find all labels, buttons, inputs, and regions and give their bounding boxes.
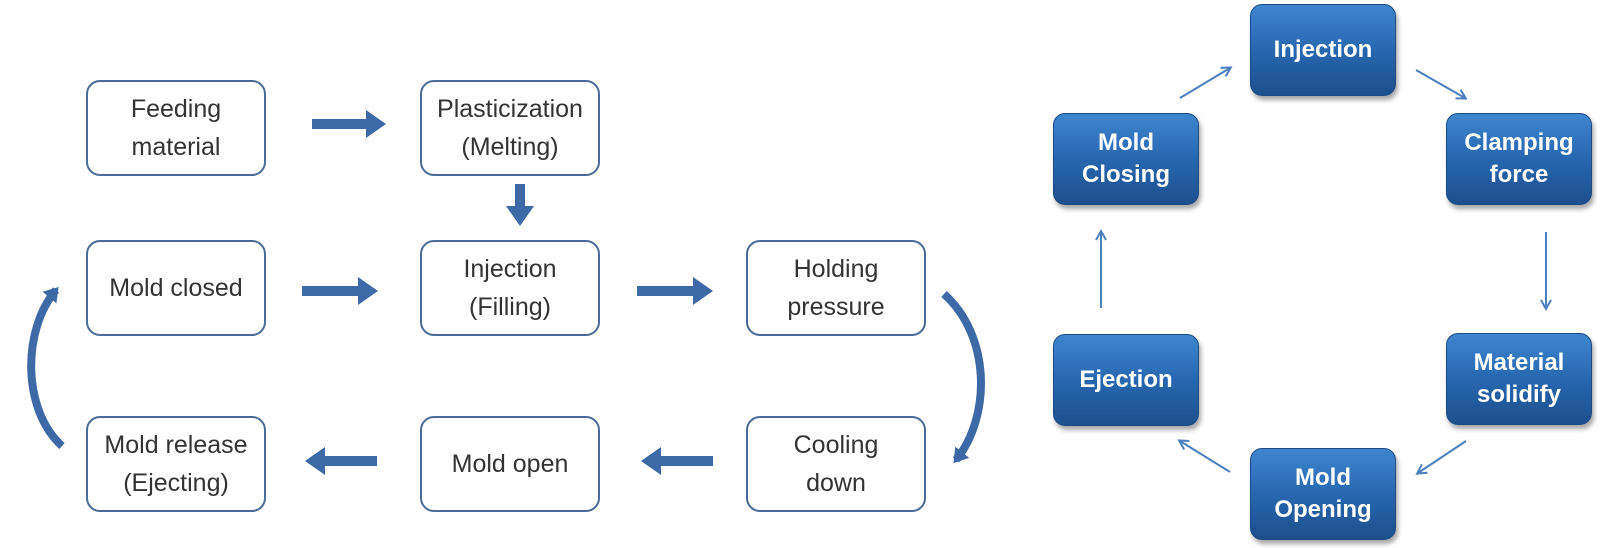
flow-arrow-holding-to-cooling bbox=[941, 291, 985, 464]
cycle-step-label: Injection bbox=[1273, 36, 1373, 63]
step-label: Holding bbox=[793, 255, 879, 283]
cycle-step-label: Ejection bbox=[1079, 366, 1173, 393]
step-label: Mold release bbox=[104, 431, 248, 459]
step-label: Mold open bbox=[451, 450, 569, 478]
step-plasticization: Plasticization (Melting) bbox=[420, 80, 600, 176]
cycle-step-mold-opening: Mold Opening bbox=[1250, 448, 1396, 540]
cycle-step-label: Clamping bbox=[1464, 129, 1574, 156]
cycle-arrow-injection-to-clamping bbox=[1415, 69, 1465, 98]
step-mold-closed: Mold closed bbox=[86, 240, 266, 336]
step-label: (Filling) bbox=[469, 293, 551, 321]
step-label: material bbox=[131, 133, 221, 161]
flow-arrow-mold-open-to-mold-release bbox=[305, 447, 377, 475]
cycle-step-label: Material bbox=[1473, 349, 1565, 376]
cycle-arrow-mold-closing-to-injection bbox=[1179, 68, 1230, 99]
step-label: Cooling bbox=[793, 431, 879, 459]
step-label: Plasticization bbox=[437, 95, 583, 123]
step-label: Feeding bbox=[130, 95, 222, 123]
cycle-step-ejection: Ejection bbox=[1053, 334, 1199, 426]
cycle-step-material-solidify: Material solidify bbox=[1446, 333, 1592, 425]
step-holding-pressure: Holding pressure bbox=[746, 240, 926, 336]
step-feeding-material: Feeding material bbox=[86, 80, 266, 176]
flow-arrow-feeding-to-plasticization bbox=[312, 110, 386, 138]
cycle-step-mold-closing: Mold Closing bbox=[1053, 113, 1199, 205]
flow-arrow-plasticization-to-injection bbox=[506, 184, 534, 226]
step-label: pressure bbox=[787, 293, 885, 321]
step-mold-open: Mold open bbox=[420, 416, 600, 512]
cycle-step-label: force bbox=[1489, 161, 1549, 188]
cycle-step-label: Mold bbox=[1295, 464, 1351, 491]
step-label: Mold closed bbox=[109, 274, 243, 302]
step-cooling-down: Cooling down bbox=[746, 416, 926, 512]
step-mold-release: Mold release (Ejecting) bbox=[86, 416, 266, 512]
cycle-step-label: solidify bbox=[1476, 381, 1561, 408]
step-label: (Ejecting) bbox=[123, 469, 229, 497]
cycle-step-label: Closing bbox=[1082, 161, 1170, 188]
step-label: Injection bbox=[463, 255, 557, 283]
step-label: down bbox=[806, 469, 866, 497]
step-injection-filling: Injection (Filling) bbox=[420, 240, 600, 336]
flow-arrow-injection-to-holding bbox=[637, 277, 713, 305]
flow-arrow-mold-release-to-mold-closed bbox=[27, 286, 65, 449]
cycle-step-injection: Injection bbox=[1250, 4, 1396, 96]
cycle-arrow-mold-opening-to-ejection bbox=[1180, 441, 1231, 473]
flow-arrow-mold-closed-to-injection bbox=[302, 277, 378, 305]
cycle-arrow-solidify-to-mold-opening bbox=[1418, 440, 1467, 473]
cycle-step-label: Mold bbox=[1098, 129, 1154, 156]
cycle-step-label: Opening bbox=[1274, 496, 1372, 523]
cycle-step-clamping-force: Clamping force bbox=[1446, 113, 1592, 205]
flow-arrow-cooling-to-mold-open bbox=[641, 447, 713, 475]
step-label: (Melting) bbox=[461, 133, 559, 161]
